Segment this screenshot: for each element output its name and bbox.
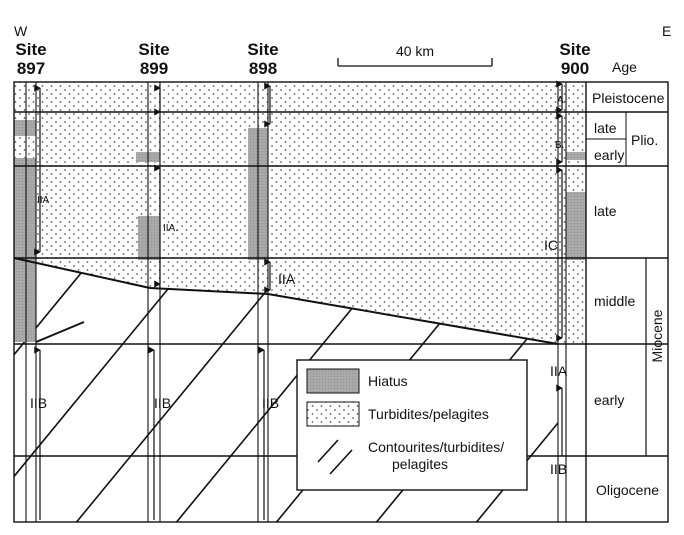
turbidite-pelagite-region — [14, 82, 586, 344]
site-898-label: Site — [247, 40, 278, 59]
contourite-hatch-line — [14, 258, 201, 522]
age-miocene: Miocene — [649, 309, 665, 362]
site-899-number: 899 — [140, 59, 168, 78]
site-900-label: Site — [559, 40, 590, 59]
age-header: Age — [612, 59, 637, 75]
site-897-label: Site — [15, 40, 46, 59]
site-899-label: Site — [138, 40, 169, 59]
hiatus-900-b — [566, 192, 586, 260]
contourite-hatch-line — [69, 258, 301, 522]
unit-boundary — [13, 257, 559, 345]
unit-897-upper: IIA — [37, 195, 50, 206]
age-plio-late: late — [594, 120, 617, 136]
unit-range-arrows — [34, 80, 563, 520]
hiatus-897-a — [14, 120, 36, 136]
age-pleistocene: Pleistocene — [592, 90, 665, 106]
unit-900-iia: IIA — [550, 363, 568, 379]
unit-899-lower: IIB — [154, 395, 171, 411]
hiatus-899-b — [138, 216, 160, 260]
legend-turbidites-swatch — [306, 401, 360, 427]
hiatus-897-b — [14, 158, 36, 342]
diagram-frame — [13, 81, 669, 523]
age-pliocene: Plio. — [631, 132, 658, 148]
legend-hiatus-swatch — [306, 368, 360, 394]
scale-bar — [337, 58, 493, 67]
unit-898-lower: IIB — [262, 395, 279, 411]
legend-contourites-swatch — [317, 439, 353, 475]
legend-contourites-label-line1: Contourites/turbidites/ — [368, 439, 504, 455]
site-898-number: 898 — [249, 59, 277, 78]
site-900-number: 900 — [561, 59, 589, 78]
age-miocene-early: early — [594, 392, 624, 408]
unit-898-upper: IIA — [278, 271, 296, 287]
unit-899-upper: IIA. — [163, 223, 178, 234]
unit-900-ic: IC — [544, 237, 558, 253]
contourite-hatch-line — [14, 258, 101, 522]
compass-west: W — [14, 23, 28, 39]
age-plio-early: early — [594, 147, 624, 163]
legend-contourites-label-line2: pelagites — [392, 456, 448, 472]
legend-turbidites-label: Turbidites/pelagites — [368, 406, 489, 422]
site-897-number: 897 — [17, 59, 45, 78]
unit-897-lower: IIB — [30, 395, 47, 411]
lower-boundary-897 — [35, 321, 85, 343]
unit-900-a: A — [557, 95, 564, 106]
age-oligocene: Oligocene — [596, 482, 659, 498]
hiatus-900-a — [566, 152, 586, 160]
unit-900-b: B. — [555, 140, 564, 151]
unit-900-iib: IIB — [550, 461, 567, 477]
scale-bar-label: 40 km — [396, 43, 434, 59]
age-miocene-middle: middle — [594, 293, 635, 309]
compass-east: E — [662, 23, 671, 39]
legend-hiatus-label: Hiatus — [368, 373, 408, 389]
contourite-hatch-line — [670, 250, 684, 530]
legend: Hiatus Turbidites/pelagites Contourites/… — [296, 359, 528, 491]
age-miocene-late: late — [594, 203, 617, 219]
